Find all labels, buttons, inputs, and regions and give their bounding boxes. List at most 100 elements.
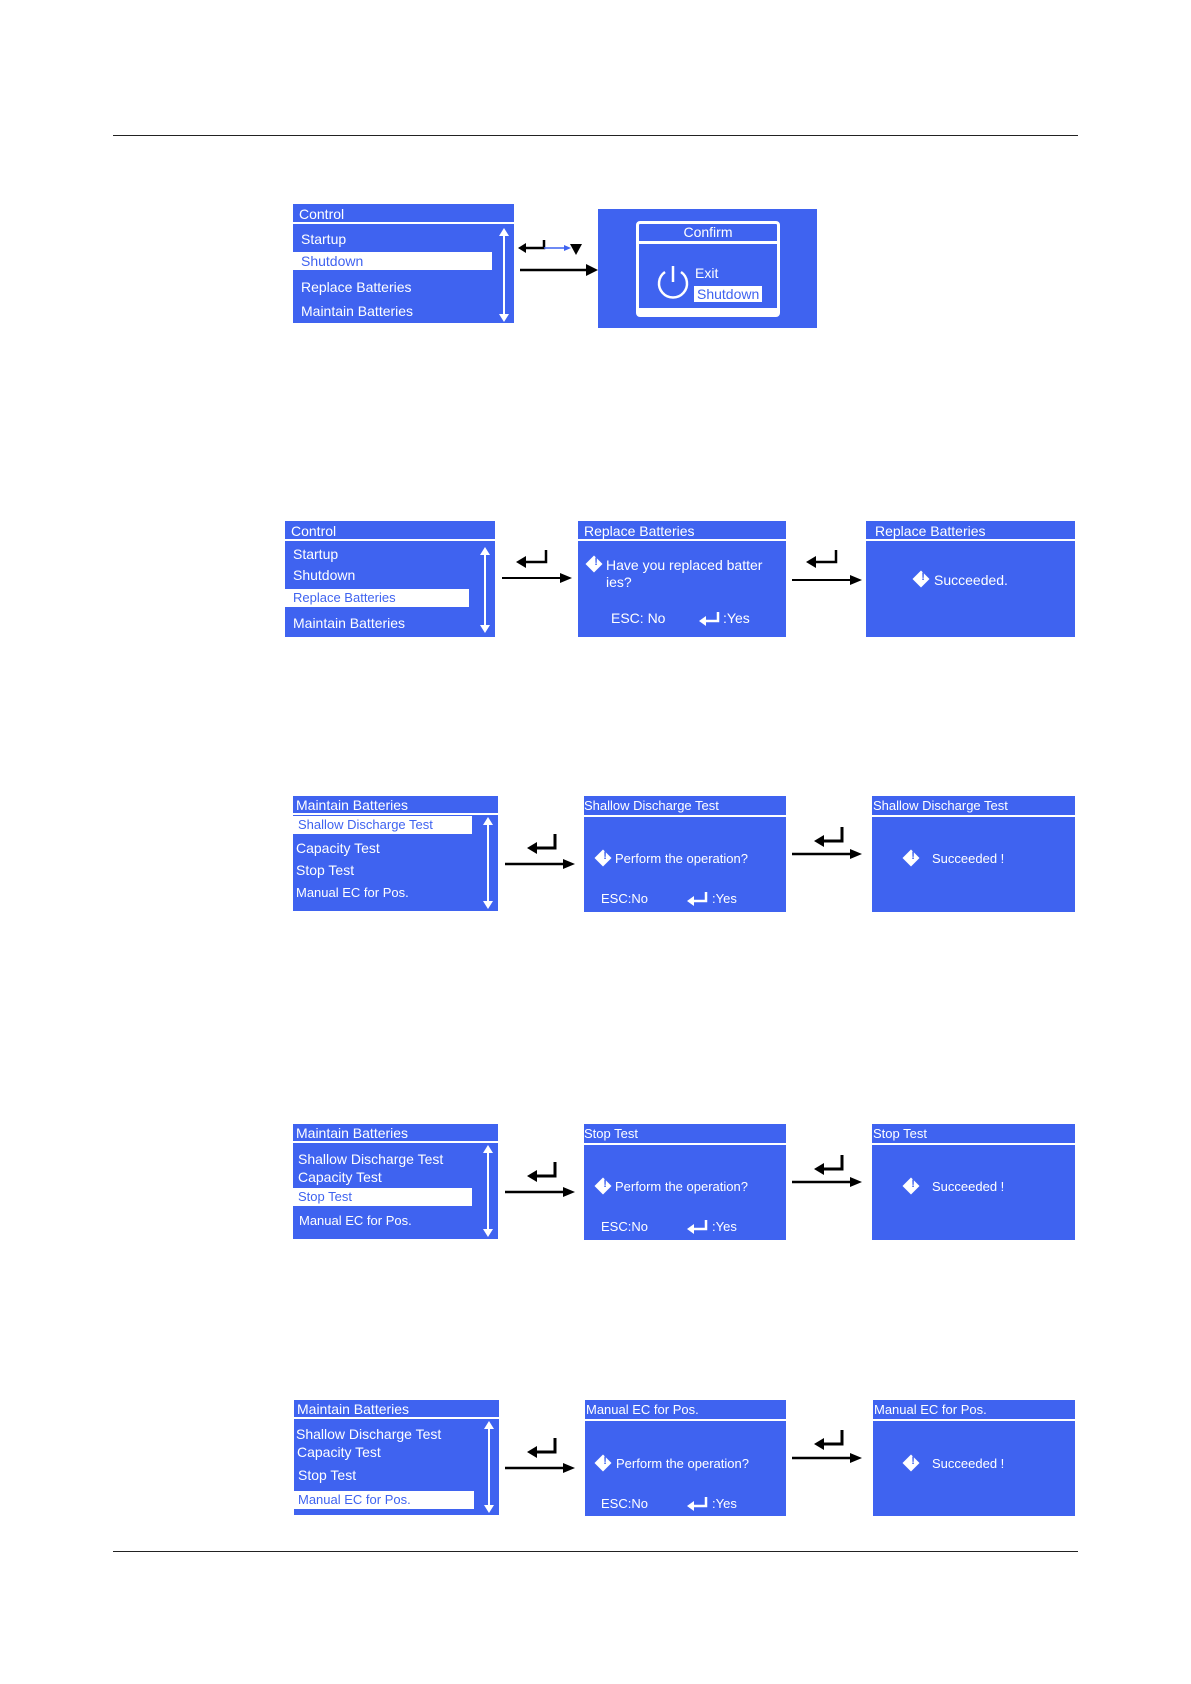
panel-title: Maintain Batteries: [293, 1124, 498, 1143]
yes-label[interactable]: :Yes: [712, 1496, 737, 1511]
confirm-title: Confirm: [683, 224, 733, 240]
enter-arrow-icon: [792, 1155, 862, 1187]
panel-title: Maintain Batteries: [294, 1400, 499, 1419]
question-text: Have you replaced batter: [606, 557, 763, 573]
warning-icon: !: [902, 1177, 920, 1195]
menu-item-stop-test[interactable]: Stop Test: [298, 1467, 357, 1483]
question-text: Perform the operation?: [615, 1179, 748, 1194]
panel-title: Control: [293, 204, 514, 224]
confirm-shutdown-panel: Confirm Exit Shutdown: [598, 209, 817, 328]
menu-item-capacity-test[interactable]: Capacity Test: [296, 840, 380, 856]
scroll-up-arrow-icon: [480, 547, 490, 555]
menu-item-stop-test[interactable]: Stop Test: [296, 862, 355, 878]
question-text: Perform the operation?: [616, 1456, 749, 1471]
enter-arrow-icon: [505, 834, 575, 869]
question-text: Perform the operation?: [615, 851, 748, 866]
panel-title: Manual EC for Pos.: [873, 1400, 1075, 1421]
menu-item-maintain-batteries[interactable]: Maintain Batteries: [293, 615, 406, 631]
menu-item-startup[interactable]: Startup: [293, 546, 339, 562]
panel-title: Stop Test: [872, 1124, 1075, 1145]
warning-icon: !: [902, 849, 920, 867]
menu-item-stop-test[interactable]: Stop Test: [293, 1188, 472, 1206]
menu-item-manual-ec[interactable]: Manual EC for Pos.: [294, 1491, 474, 1509]
scroll-up-arrow-icon: [499, 228, 509, 236]
panel-title: Shallow Discharge Test: [584, 796, 786, 817]
scroll-down-arrow-icon: [483, 1229, 493, 1237]
scroll-down-arrow-icon: [483, 901, 493, 909]
esc-no-label[interactable]: ESC:No: [601, 1219, 648, 1234]
menu-item-capacity-test[interactable]: Capacity Test: [298, 1169, 382, 1185]
maintain-menu-panel-2: Maintain Batteries Shallow Discharge Tes…: [293, 1124, 498, 1239]
scroll-up-arrow-icon: [484, 1421, 494, 1429]
yes-label[interactable]: :Yes: [712, 1219, 737, 1234]
panel-title: Shallow Discharge Test: [872, 796, 1075, 817]
scrollbar[interactable]: [499, 228, 509, 322]
warning-icon: !: [594, 849, 612, 867]
panel-title: Maintain Batteries: [293, 796, 498, 815]
menu-item-replace-batteries[interactable]: Replace Batteries: [301, 279, 412, 295]
yes-label[interactable]: :Yes: [712, 891, 737, 906]
replace-confirm-panel: Replace Batteries ! Have you replaced ba…: [578, 521, 786, 637]
maintain-result-panel-2: Stop Test ! Succeeded !: [872, 1124, 1075, 1240]
maintain-result-panel-3: Manual EC for Pos. ! Succeeded !: [873, 1400, 1075, 1516]
enter-key-icon: [699, 612, 720, 626]
scrollbar[interactable]: [484, 1421, 494, 1513]
power-icon: [657, 266, 689, 299]
menu-item-shallow-discharge-test[interactable]: Shallow Discharge Test: [293, 816, 472, 834]
warning-icon: !: [902, 1454, 920, 1472]
maintain-confirm-panel-2: Stop Test ! Perform the operation? ESC:N…: [584, 1124, 786, 1240]
warning-icon: !: [594, 1177, 612, 1195]
header-rule: [113, 135, 1078, 136]
result-message: Succeeded !: [932, 851, 1005, 866]
footer-rule: [113, 1551, 1078, 1552]
scroll-track: [503, 236, 505, 314]
option-shutdown[interactable]: Shutdown: [694, 286, 763, 302]
scroll-down-arrow-icon: [499, 314, 509, 322]
enter-key-icon: [687, 892, 708, 906]
panel-title: Control: [285, 521, 495, 541]
control-menu-panel: Control Startup Shutdown Replace Batteri…: [293, 204, 514, 323]
menu-item-manual-ec[interactable]: Manual EC for Pos.: [299, 1213, 412, 1228]
enter-key-icon: [687, 1220, 708, 1234]
menu-item-shutdown[interactable]: Shutdown: [293, 567, 356, 583]
scroll-up-arrow-icon: [483, 1145, 493, 1153]
option-exit[interactable]: Exit: [695, 265, 719, 281]
enter-arrow-icon: [792, 1430, 862, 1463]
esc-no-label[interactable]: ESC:No: [601, 891, 648, 906]
scroll-up-arrow-icon: [483, 817, 493, 825]
menu-item-shutdown[interactable]: Shutdown: [293, 252, 492, 270]
esc-no-label[interactable]: ESC:No: [601, 1496, 648, 1511]
menu-item-startup[interactable]: Startup: [301, 231, 347, 247]
maintain-menu-panel-1: Maintain Batteries Shallow Discharge Tes…: [293, 796, 498, 911]
scroll-down-arrow-icon: [480, 625, 490, 633]
enter-arrow-icon: [505, 1438, 575, 1473]
menu-item-shallow-discharge-test[interactable]: Shallow Discharge Test: [298, 1151, 444, 1167]
scrollbar[interactable]: [483, 817, 493, 909]
yes-label[interactable]: :Yes: [723, 610, 750, 626]
warning-icon: !: [594, 1454, 612, 1472]
panel-title: Replace Batteries: [866, 521, 1075, 541]
confirm-dialog: Confirm Exit Shutdown: [636, 221, 780, 317]
enter-arrow-icon: [505, 1162, 575, 1197]
enter-arrow-icon: [502, 550, 572, 583]
panel-title: Stop Test: [584, 1124, 786, 1145]
maintain-confirm-panel-1: Shallow Discharge Test ! Perform the ope…: [584, 796, 786, 912]
scrollbar[interactable]: [483, 1145, 493, 1237]
esc-no-label[interactable]: ESC: No: [611, 610, 666, 626]
enter-arrow-icon: [792, 550, 862, 585]
scrollbar[interactable]: [480, 547, 490, 633]
menu-item-manual-ec[interactable]: Manual EC for Pos.: [296, 885, 409, 900]
maintain-confirm-panel-3: Manual EC for Pos. ! Perform the operati…: [585, 1400, 786, 1516]
warning-icon: !: [585, 555, 603, 573]
maintain-menu-panel-3: Maintain Batteries Shallow Discharge Tes…: [294, 1400, 499, 1515]
menu-item-maintain-batteries[interactable]: Maintain Batteries: [301, 303, 414, 319]
menu-item-shallow-discharge-test[interactable]: Shallow Discharge Test: [296, 1426, 442, 1442]
question-text-2: ies?: [606, 574, 632, 590]
warning-icon: !: [912, 570, 930, 588]
panel-title: Replace Batteries: [578, 521, 786, 541]
result-message: Succeeded !: [932, 1179, 1005, 1194]
menu-item-capacity-test[interactable]: Capacity Test: [297, 1444, 381, 1460]
menu-item-replace-batteries[interactable]: Replace Batteries: [285, 589, 469, 607]
enter-arrow-icon: [792, 827, 862, 859]
enter-and-down-arrow-icon: [518, 240, 598, 276]
